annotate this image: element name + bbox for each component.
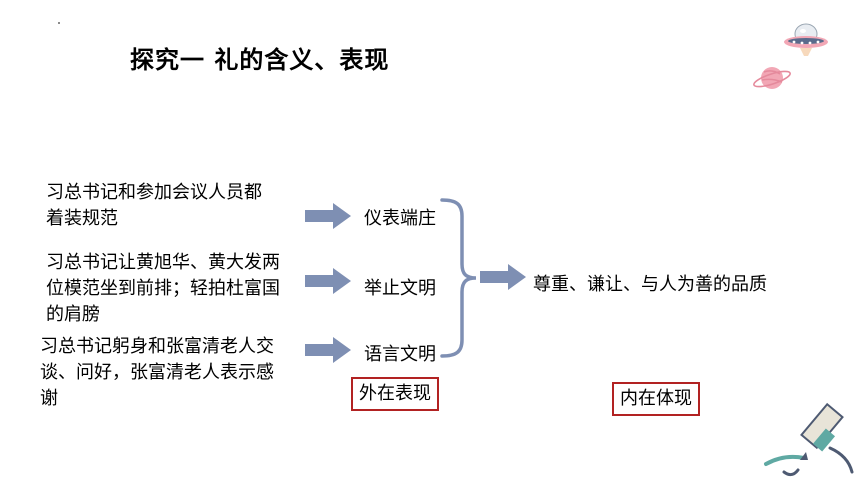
quality-text: 尊重、谦让、与人为善的品质 [533, 274, 767, 295]
outer-expression-box: 外在表现 [351, 377, 439, 411]
ufo-icon [784, 23, 828, 56]
slide-title: 探究一 礼的含义、表现 [130, 46, 390, 74]
decorative-dot [58, 22, 60, 24]
example-dress: 习总书记和参加会议人员都着装规范 [46, 182, 262, 229]
arrow-right-icon [305, 268, 351, 294]
inner-embodiment-box: 内在体现 [612, 382, 700, 416]
label-behavior: 举止文明 [364, 278, 436, 299]
arrow-right-icon [305, 203, 351, 229]
example-greeting: 习总书记躬身和张富清老人交谈、问好，张富清老人表示感谢 [40, 336, 274, 409]
right-brace-icon [440, 198, 477, 358]
paintbrush-icon [764, 402, 854, 477]
label-speech: 语言文明 [364, 344, 436, 365]
planet-icon [753, 67, 791, 89]
example-seating: 习总书记让黄旭华、黄大发两位模范坐到前排；轻拍杜富国的肩膀 [46, 252, 280, 325]
label-appearance: 仪表端庄 [364, 208, 436, 229]
arrow-right-icon [305, 337, 351, 363]
arrow-right-icon [480, 264, 526, 290]
